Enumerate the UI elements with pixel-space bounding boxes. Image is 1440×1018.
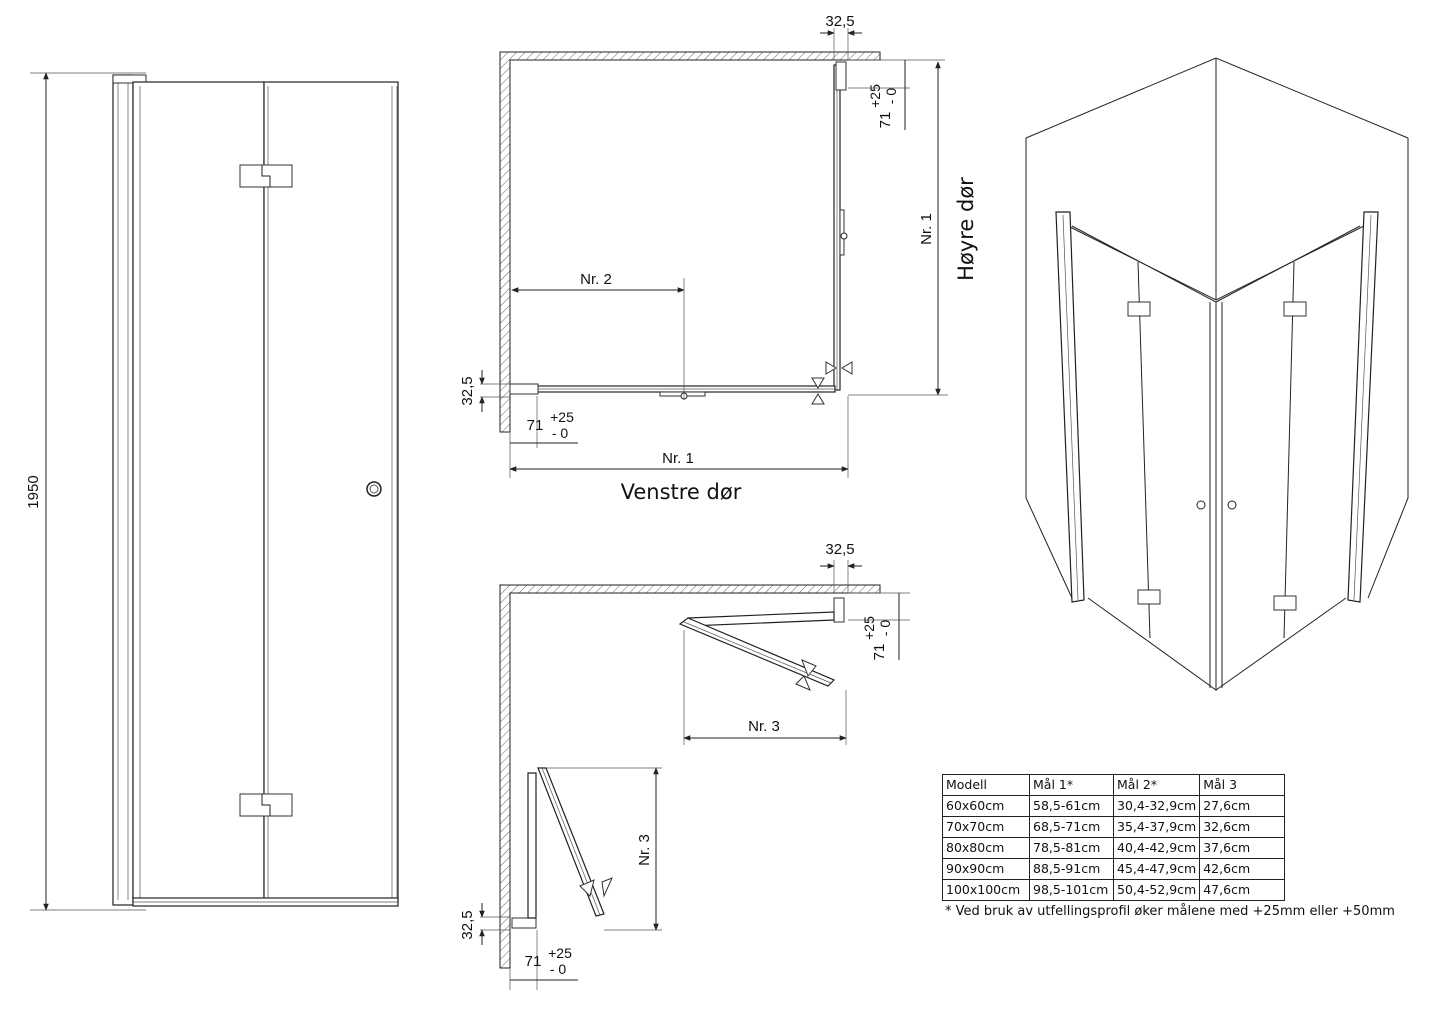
svg-text:+25: +25 <box>861 616 877 640</box>
svg-text:71: 71 <box>871 644 888 661</box>
top-view-open: 32,5 71 +25 - 0 Nr. 3 Nr. 3 32,5 71 +25 <box>459 541 910 990</box>
svg-text:+25: +25 <box>867 84 883 108</box>
svg-text:- 0: - 0 <box>550 961 567 977</box>
svg-text:Nr. 2: Nr. 2 <box>580 271 612 288</box>
hinge-top <box>239 164 293 188</box>
table-header: Modell <box>942 774 1030 796</box>
svg-text:71: 71 <box>877 112 894 129</box>
table-cell: 100x100cm <box>942 879 1030 901</box>
table-row: 80x80cm 78,5-81cm 40,4-42,9cm 37,6cm <box>942 837 1286 859</box>
svg-text:+25: +25 <box>550 409 574 425</box>
caption-right-door: Høyre dør <box>954 177 978 281</box>
table-cell: 45,4-47,9cm <box>1112 858 1201 880</box>
table-cell: 80x80cm <box>942 837 1030 859</box>
svg-text:32,5: 32,5 <box>825 541 854 558</box>
table-cell: 68,5-71cm <box>1029 816 1114 838</box>
svg-text:- 0: - 0 <box>552 425 569 441</box>
svg-text:Nr. 1: Nr. 1 <box>918 213 935 245</box>
table-cell: 47,6cm <box>1199 879 1286 901</box>
svg-text:- 0: - 0 <box>877 620 893 637</box>
front-view: 1950 <box>25 72 399 911</box>
table-header-row: Modell Mål 1* Mål 2* Mål 3 <box>942 774 1286 796</box>
table-cell: 30,4-32,9cm <box>1112 795 1201 817</box>
table-cell: 70x70cm <box>942 816 1030 838</box>
table-header: Mål 2* <box>1112 774 1201 796</box>
table-cell: 88,5-91cm <box>1029 858 1114 880</box>
table-cell: 37,6cm <box>1199 837 1286 859</box>
table-cell: 42,6cm <box>1199 858 1286 880</box>
table-row: 100x100cm 98,5-101cm 50,4-52,9cm 47,6cm <box>942 879 1286 901</box>
svg-text:71: 71 <box>525 953 542 970</box>
table-cell: 98,5-101cm <box>1029 879 1114 901</box>
isometric-view <box>1025 57 1409 691</box>
table-header: Mål 3 <box>1199 774 1286 796</box>
svg-text:- 0: - 0 <box>883 88 899 105</box>
svg-text:Nr. 1: Nr. 1 <box>662 450 694 467</box>
table-header: Mål 1* <box>1029 774 1114 796</box>
table-row: 70x70cm 68,5-71cm 35,4-37,9cm 32,6cm <box>942 816 1286 838</box>
svg-text:32,5: 32,5 <box>459 910 476 939</box>
height-label: 1950 <box>25 475 42 508</box>
svg-text:32,5: 32,5 <box>459 376 476 405</box>
table-row: 60x60cm 58,5-61cm 30,4-32,9cm 27,6cm <box>942 795 1286 817</box>
svg-text:Nr. 3: Nr. 3 <box>636 834 653 866</box>
table-row: 90x90cm 88,5-91cm 45,4-47,9cm 42,6cm <box>942 858 1286 880</box>
table-cell: 50,4-52,9cm <box>1112 879 1201 901</box>
table-cell: 35,4-37,9cm <box>1112 816 1201 838</box>
table-cell: 27,6cm <box>1199 795 1286 817</box>
wall-profile <box>112 74 134 906</box>
svg-text:32,5: 32,5 <box>825 13 854 30</box>
table-footnote: * Ved bruk av utfellingsprofil øker måle… <box>945 904 1395 919</box>
svg-text:Nr. 3: Nr. 3 <box>748 718 780 735</box>
door-knob-icon <box>366 481 382 497</box>
svg-text:71: 71 <box>527 417 544 434</box>
table-cell: 60x60cm <box>942 795 1030 817</box>
table-cell: 32,6cm <box>1199 816 1286 838</box>
table-cell: 78,5-81cm <box>1029 837 1114 859</box>
table-cell: 40,4-42,9cm <box>1112 837 1201 859</box>
table-cell: 58,5-61cm <box>1029 795 1114 817</box>
table-cell: 90x90cm <box>942 858 1030 880</box>
door-panel-left <box>132 81 265 903</box>
caption-left-door: Venstre dør <box>621 480 742 504</box>
top-view-closed: 32,5 71 +25 - 0 Nr. 1 Høyre dør Nr. 2 32… <box>459 13 978 504</box>
svg-text:+25: +25 <box>548 945 572 961</box>
wall-corner <box>499 51 881 433</box>
dimension-table: Modell Mål 1* Mål 2* Mål 3 60x60cm 58,5-… <box>942 774 1286 901</box>
hinge-bottom <box>239 793 293 817</box>
